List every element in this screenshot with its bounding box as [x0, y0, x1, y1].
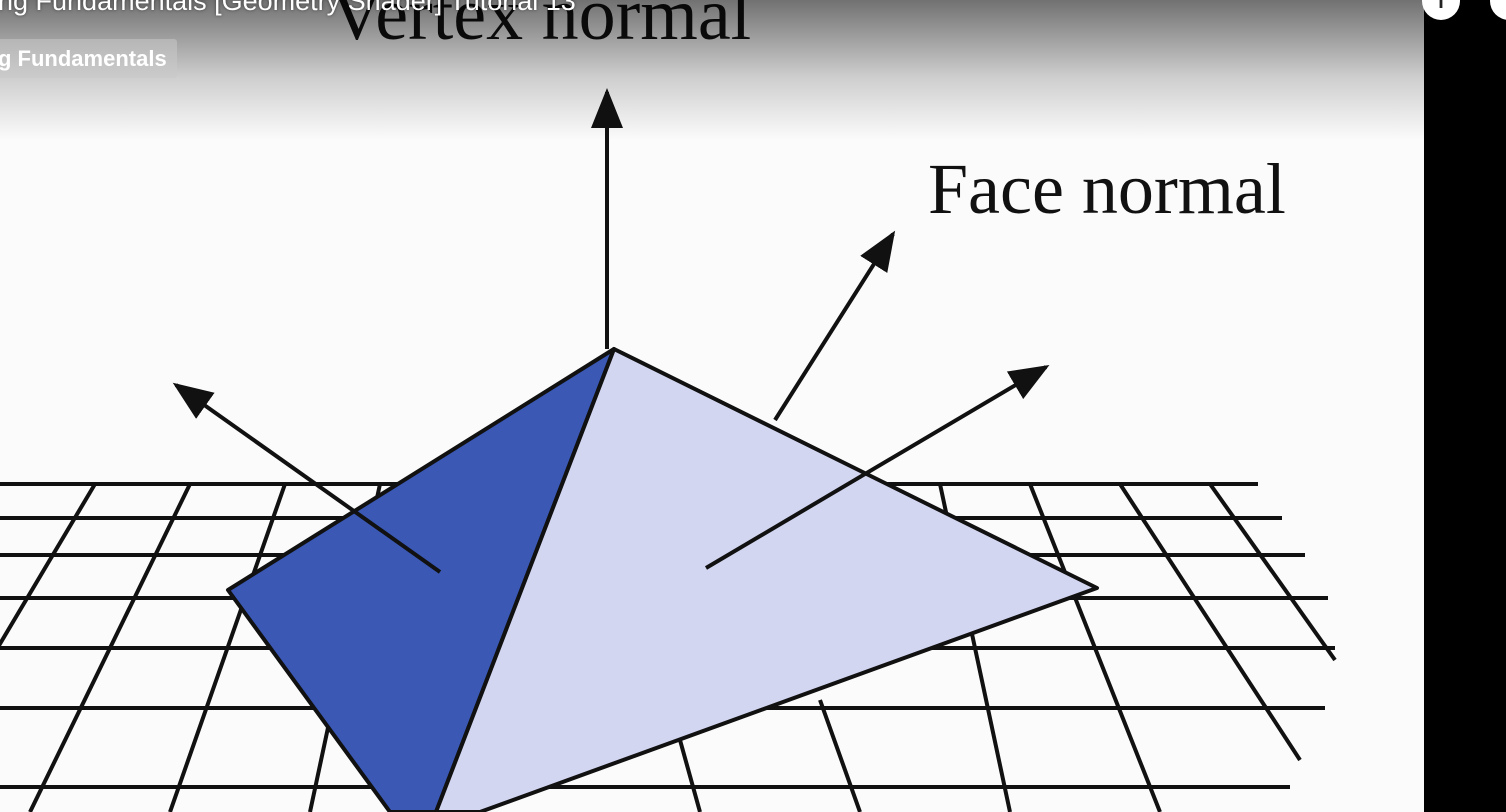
- black-side-bar: [1424, 0, 1506, 812]
- face-normal-label: Face normal: [928, 149, 1286, 229]
- right-face-normal-arrow: [704, 364, 1050, 570]
- info-glyph: i: [1438, 0, 1444, 12]
- face-normal-arrow: [773, 230, 896, 422]
- light-face: [434, 347, 1099, 812]
- video-title[interactable]: ing Fundamentals [Geometry Shader] Tutor…: [0, 0, 576, 16]
- playlist-label: g Fundamentals: [0, 46, 167, 71]
- left-face-normal-arrow: [172, 382, 442, 574]
- video-frame[interactable]: Vertex normal Face normal ing Fundamenta…: [0, 0, 1424, 812]
- normals-diagram: Vertex normal Face normal: [0, 0, 1337, 812]
- info-icon[interactable]: i: [1422, 0, 1460, 20]
- playlist-chip[interactable]: g Fundamentals: [0, 39, 177, 78]
